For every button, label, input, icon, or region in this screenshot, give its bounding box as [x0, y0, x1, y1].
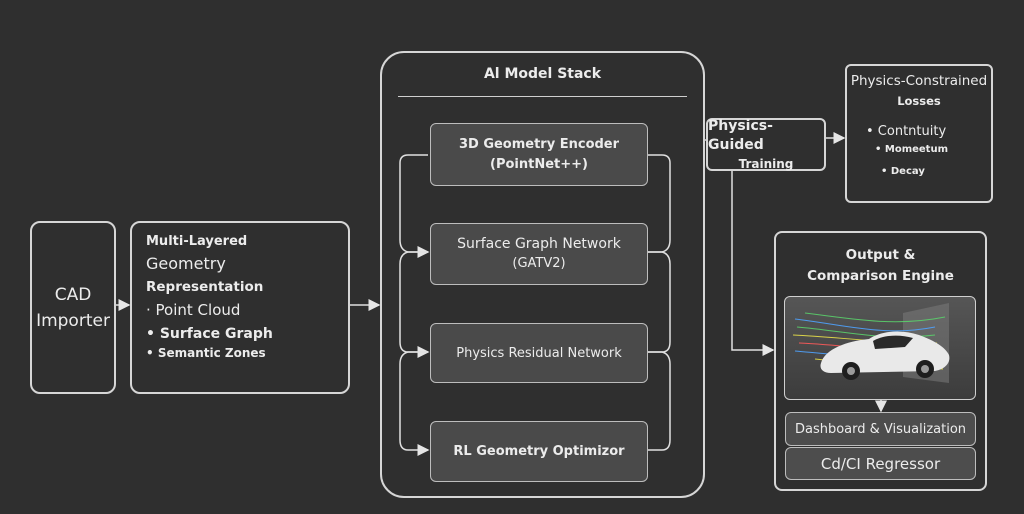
output-title-line1: Output & [845, 247, 916, 263]
encoder-label-line1: 3D Geometry Encoder [458, 136, 620, 152]
output-comparison-engine-box: Output & Comparison Engine [774, 231, 987, 491]
geometry-title-line1: Multi-Layered [146, 234, 248, 249]
encoder-label-line2: (PointNet++) [490, 156, 588, 172]
geometry-title-line3: Representation [146, 279, 264, 295]
car-aerodynamics-image [784, 296, 976, 400]
physics-residual-label: Physics Residual Network [456, 345, 622, 361]
importer-label: Importer [36, 310, 110, 331]
geometry-encoder-node: 3D Geometry Encoder (PointNet++) [430, 123, 648, 186]
loss-item-continuity: • Contntuity [866, 124, 947, 139]
rl-geometry-optimizor-node: RL Geometry Optimizor [430, 421, 648, 482]
cad-importer-box: CAD Importer [30, 221, 116, 394]
geometry-item-surface-graph: • Surface Graph [146, 326, 273, 342]
ai-stack-title-divider [398, 96, 687, 97]
graph-label-line2: (GATV2) [512, 256, 566, 271]
loss-item-momentum: • Momeetum [875, 144, 948, 155]
ai-stack-title: Al Model Stack [483, 66, 602, 82]
streamline-1 [794, 318, 936, 332]
dashboard-visualization-node: Dashboard & Visualization [785, 412, 976, 446]
losses-title-line2: Losses [897, 94, 941, 108]
arrow-training-to-output [731, 171, 775, 356]
bracket-physics-rl-right [648, 351, 671, 451]
streamline-6 [804, 312, 946, 323]
car-window [873, 335, 913, 349]
cad-label: CAD [54, 284, 92, 305]
surface-graph-network-node: Surface Graph Network (GATV2) [430, 223, 648, 285]
bracket-graph-physics-right [648, 251, 671, 353]
training-label-line2: Training [738, 156, 794, 171]
geometry-item-point-cloud: · Point Cloud [146, 301, 241, 319]
geometry-representation-box: Multi-Layered Geometry Representation · … [130, 221, 350, 394]
geometry-item-semantic-zones: • Semantic Zones [146, 346, 266, 360]
graph-label-line1: Surface Graph Network [457, 236, 621, 252]
bracket-graph-physics-left [399, 251, 430, 358]
rl-optimizor-label: RL Geometry Optimizor [453, 444, 625, 459]
physics-residual-network-node: Physics Residual Network [430, 323, 648, 383]
training-label-line1: Physics-Guided [708, 117, 773, 153]
ai-model-stack-box: Al Model Stack [380, 51, 705, 498]
dashboard-label: Dashboard & Visualization [794, 421, 967, 437]
cd-cl-regressor-node: Cd/CI Regressor [785, 447, 976, 480]
physics-guided-training-box: Physics-Guided Training [706, 118, 826, 171]
bracket-physics-rl-left [399, 351, 430, 456]
physics-constrained-losses-box: Physics-Constrained Losses • Contntuity … [845, 64, 993, 203]
output-title-line2: Comparison Engine [807, 268, 954, 284]
loss-item-decay: • Decay [881, 166, 925, 177]
losses-title-line1: Physics-Constrained [850, 73, 988, 89]
regressor-label: Cd/CI Regressor [820, 454, 941, 473]
bracket-encoder-graph-left [399, 154, 430, 258]
geometry-title-line2: Geometry [146, 254, 226, 273]
bracket-encoder-graph-right [648, 154, 671, 253]
